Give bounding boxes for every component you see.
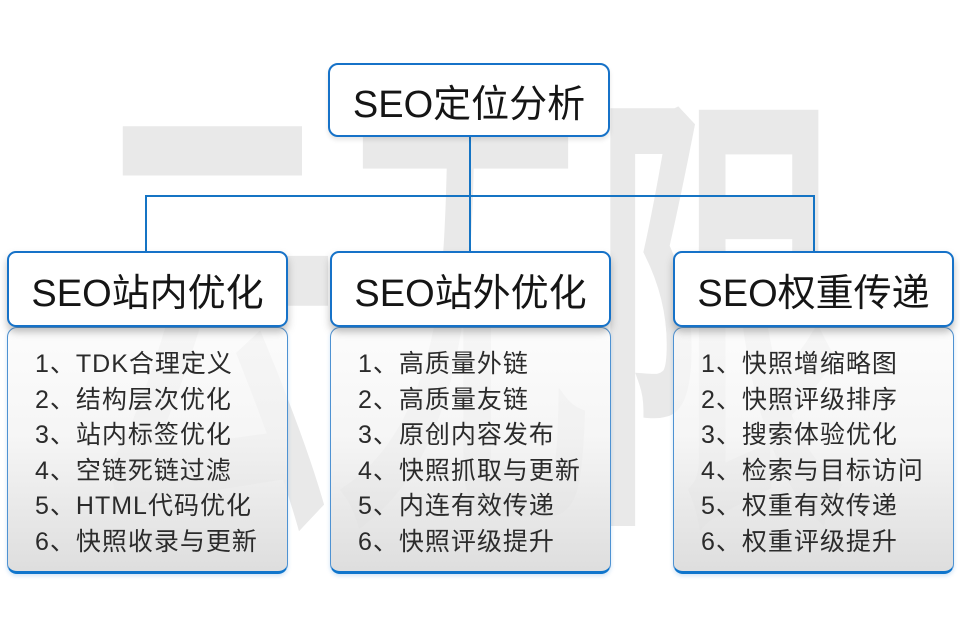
list-item: 6、快照收录与更新 xyxy=(35,527,258,556)
list-item: 3、搜索体验优化 xyxy=(701,421,898,449)
list-item: 2、高质量友链 xyxy=(358,385,529,414)
list-item: 1、快照增缩略图 xyxy=(701,350,898,378)
list-item: 5、HTML代码优化 xyxy=(35,492,252,520)
column-title-box: SEO站外优化 xyxy=(330,251,611,327)
list-item: 6、权重评级提升 xyxy=(701,527,898,556)
list-item: 3、站内标签优化 xyxy=(35,421,232,449)
list-item: 4、空链死链过滤 xyxy=(35,456,232,485)
connector-drop-right xyxy=(813,195,815,253)
connector-drop-middle xyxy=(469,195,471,253)
connector-horizontal xyxy=(145,195,815,197)
connector-trunk xyxy=(469,137,471,197)
column-title: SEO站内优化 xyxy=(31,272,264,315)
column-title-box: SEO站内优化 xyxy=(7,251,288,327)
column-onsite-optimization: SEO站内优化 1、TDK合理定义 2、结构层次优化 3、站内标签优化 4、空链… xyxy=(7,251,288,574)
root-node: SEO定位分析 xyxy=(328,63,610,137)
column-weight-transfer: SEO权重传递 1、快照增缩略图 2、快照评级排序 3、搜索体验优化 4、检索与… xyxy=(673,251,954,574)
list-item: 3、原创内容发布 xyxy=(358,421,555,449)
list-item: 2、快照评级排序 xyxy=(701,385,898,414)
list-item: 4、检索与目标访问 xyxy=(701,456,924,485)
connector-drop-left xyxy=(145,195,147,253)
list-item: 5、权重有效传递 xyxy=(701,492,898,520)
list-item: 2、结构层次优化 xyxy=(35,385,232,414)
column-offsite-optimization: SEO站外优化 1、高质量外链 2、高质量友链 3、原创内容发布 4、快照抓取与… xyxy=(330,251,611,574)
column-list-box: 1、高质量外链 2、高质量友链 3、原创内容发布 4、快照抓取与更新 5、内连有… xyxy=(330,327,611,574)
list-item: 5、内连有效传递 xyxy=(358,492,555,520)
list-item: 6、快照评级提升 xyxy=(358,527,555,556)
column-list-box: 1、快照增缩略图 2、快照评级排序 3、搜索体验优化 4、检索与目标访问 5、权… xyxy=(673,327,954,574)
column-title: SEO站外优化 xyxy=(354,272,587,315)
root-node-title: SEO定位分析 xyxy=(352,83,586,126)
list-item: 1、TDK合理定义 xyxy=(35,350,233,378)
column-list-box: 1、TDK合理定义 2、结构层次优化 3、站内标签优化 4、空链死链过滤 5、H… xyxy=(7,327,288,574)
column-title-box: SEO权重传递 xyxy=(673,251,954,327)
list-item: 1、高质量外链 xyxy=(358,350,529,378)
list-item: 4、快照抓取与更新 xyxy=(358,456,581,485)
column-title: SEO权重传递 xyxy=(697,272,930,315)
